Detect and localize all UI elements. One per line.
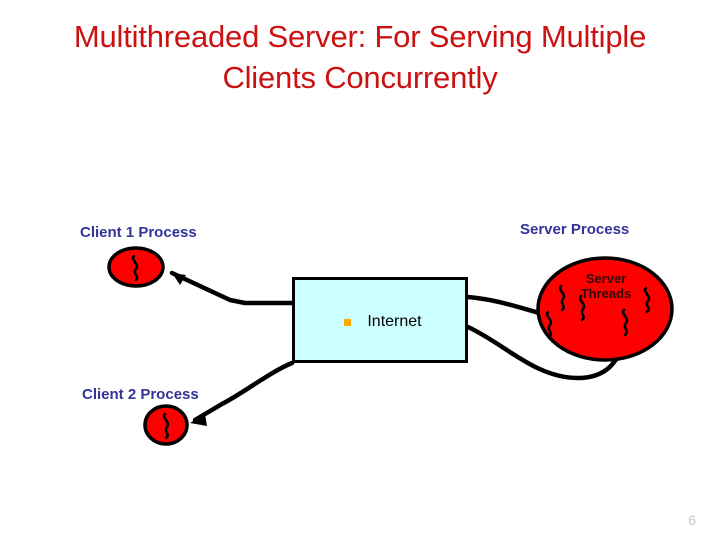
client1-process-ellipse [107, 246, 165, 288]
client1-process-label: Client 1 Process [80, 224, 197, 241]
internet-label-row: Internet [295, 313, 471, 331]
thread-squiggle-icon [643, 286, 651, 314]
thread-squiggle-icon [162, 412, 170, 440]
internet-label: Internet [367, 313, 422, 330]
server-process-ellipse [536, 256, 674, 362]
square-bullet-icon [344, 318, 352, 326]
thread-squiggle-icon [621, 308, 629, 337]
server-process-label: Server Process [520, 221, 630, 238]
connector-internet-to-client2 [190, 360, 295, 426]
thread-squiggle-icon [558, 284, 566, 312]
thread-squiggle-icon [131, 254, 139, 282]
thread-squiggle-icon [545, 310, 553, 340]
client2-process-ellipse [143, 404, 189, 446]
internet-cloud-box: Internet [292, 277, 468, 363]
server-thread-icons [545, 284, 651, 340]
client2-process-label: Client 2 Process [82, 386, 199, 403]
thread-squiggle-icon [578, 294, 586, 322]
page-title: Multithreaded Server: For Serving Multip… [73, 19, 647, 96]
connector-internet-to-client1 [169, 270, 295, 306]
page-number: 6 [688, 512, 696, 528]
